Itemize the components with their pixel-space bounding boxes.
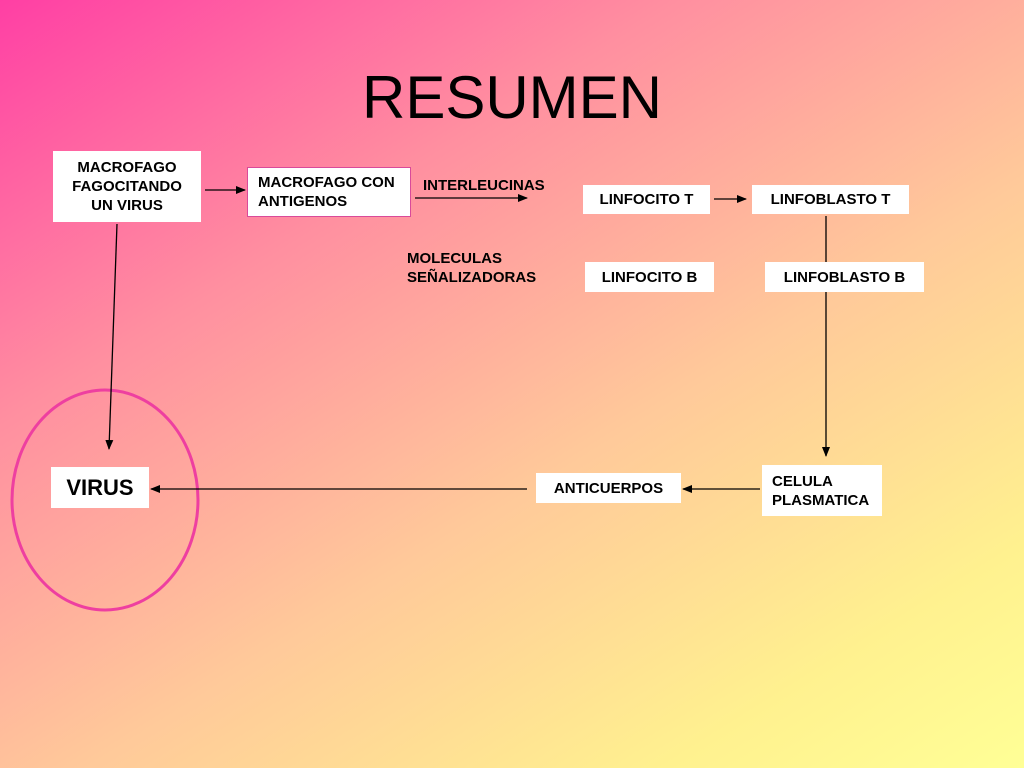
arrow-fagocitando-to-virus bbox=[105, 223, 118, 450]
node-anticuerpos: ANTICUERPOS bbox=[536, 473, 681, 503]
label-moleculas-senalizadoras: MOLECULAS SEÑALIZADORAS bbox=[407, 250, 537, 286]
node-macrofago-antigenos: MACROFAGO CON ANTIGENOS bbox=[247, 167, 411, 217]
node-linfocito-b: LINFOCITO B bbox=[585, 262, 714, 292]
node-virus: VIRUS bbox=[51, 467, 149, 508]
node-linfocito-t: LINFOCITO T bbox=[583, 185, 710, 214]
node-linfoblasto-t: LINFOBLASTO T bbox=[752, 185, 909, 214]
node-celula-plasmatica: CELULA PLASMATICA bbox=[762, 465, 882, 516]
node-macrofago-fagocitando: MACROFAGO FAGOCITANDO UN VIRUS bbox=[53, 151, 201, 222]
label-interleucinas: INTERLEUCINAS bbox=[423, 177, 545, 194]
virus-highlight-ellipse bbox=[10, 388, 200, 612]
slide-title: RESUMEN bbox=[361, 64, 663, 131]
node-linfoblasto-b: LINFOBLASTO B bbox=[765, 262, 924, 292]
